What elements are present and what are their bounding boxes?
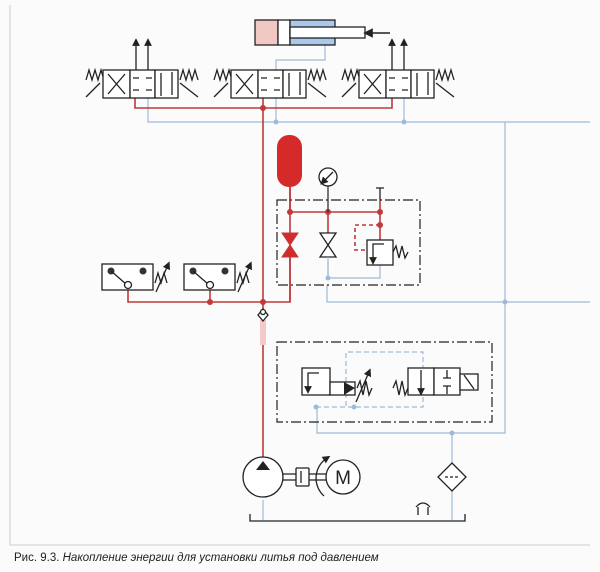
caption-number: Рис. 9.3.	[14, 552, 60, 564]
safety-block-outline	[276, 199, 421, 286]
unloading-relief-valve	[301, 368, 372, 403]
accumulator	[277, 135, 302, 187]
rotation-arrow-icon	[315, 455, 331, 497]
motor-label: M	[335, 468, 351, 489]
figure-caption: Рис. 9.3. Накопление энергии для установ…	[14, 552, 379, 564]
check-valve-icon	[257, 307, 269, 323]
shutoff-valve	[318, 232, 338, 258]
relief-valve	[366, 239, 409, 266]
tank	[249, 514, 466, 522]
shutoff-valve-red	[281, 232, 299, 258]
pressure-lines	[127, 98, 393, 457]
filter-icon	[437, 462, 467, 492]
electric-motor	[325, 459, 361, 495]
tank-breather-icon	[415, 502, 431, 515]
unloading-block-outline	[276, 341, 493, 423]
coupling	[283, 467, 326, 487]
directional-valve-middle	[213, 67, 327, 99]
pressure-switch-1	[101, 264, 168, 293]
pump-icon	[242, 456, 284, 498]
directional-valve-left	[85, 38, 199, 99]
return-lines	[147, 45, 590, 520]
pressure-switch-2	[183, 264, 250, 293]
pressure-gauge-icon	[318, 167, 338, 212]
directional-valve-right	[341, 38, 455, 99]
hydraulic-cylinder	[254, 19, 390, 46]
figure-frame	[9, 5, 590, 546]
caption-text: Накопление энергии для установки литья п…	[62, 552, 379, 564]
solenoid-valve	[392, 367, 479, 398]
plugged-port	[376, 187, 384, 200]
